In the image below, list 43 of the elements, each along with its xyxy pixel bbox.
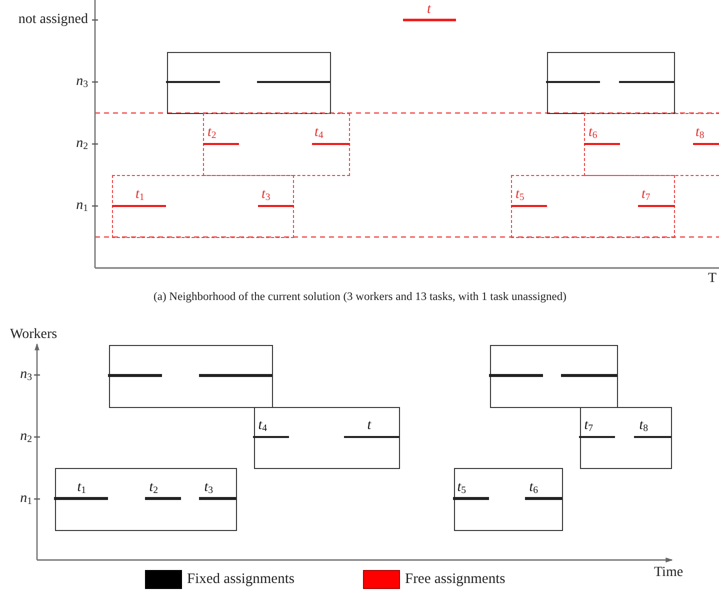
task-label: t$_{7}$ [642,187,650,203]
assignment-block [454,468,563,531]
neighborhood-box [584,113,719,176]
assignment-block [109,345,273,408]
axis-label: T [708,271,717,287]
assignment-block [55,468,237,531]
assignment-block [547,52,675,114]
legend-label: Fixed assignments [187,571,295,587]
task-label: t [367,418,372,434]
task-label: t$_{4}$ [258,418,267,434]
neighborhood-box [203,113,350,176]
task-label: t$_{1}$ [77,480,86,496]
tick-label: n$_{1}$ [20,491,32,507]
tick-label: n$_{3}$ [76,74,88,90]
neighborhood-box [112,175,294,238]
task-label: t$_{6}$ [529,480,538,496]
legend-label: Free assignments [405,571,506,587]
task-label: t$_{4}$ [314,125,324,141]
task-label: t$_{7}$ [584,418,593,434]
tick-label: n$_{2}$ [20,429,32,445]
tick-label: n$_{3}$ [20,367,32,383]
task-label: t$_{8}$ [639,418,648,434]
task-label: t$_{3}$ [204,480,213,496]
assignment-block [167,52,331,114]
task-label: t$_{5}$ [516,187,524,203]
caption: (a) Neighborhood of the current solution (3 workers and 13 tasks, with 1 task unassigned) [154,290,566,304]
task-label: t$_{3}$ [262,187,270,203]
assignment-block [254,407,400,469]
neighborhood-box [511,175,675,238]
task-label: t [427,2,431,18]
axis-label: Time [654,565,684,581]
tick-label: n$_{1}$ [76,198,88,214]
assignment-block [580,407,672,469]
task-label: t$_{5}$ [457,480,466,496]
task-label: t$_{6}$ [588,125,598,141]
task-label: t$_{8}$ [696,125,704,141]
task-label: t$_{1}$ [136,187,144,203]
axis-label: Workers [10,327,58,343]
assignment-block [490,345,618,408]
tick-label: not assigned [18,12,88,28]
tick-label: n$_{2}$ [76,136,88,152]
task-label: t$_{2}$ [208,125,216,141]
task-label: t$_{2}$ [149,480,158,496]
